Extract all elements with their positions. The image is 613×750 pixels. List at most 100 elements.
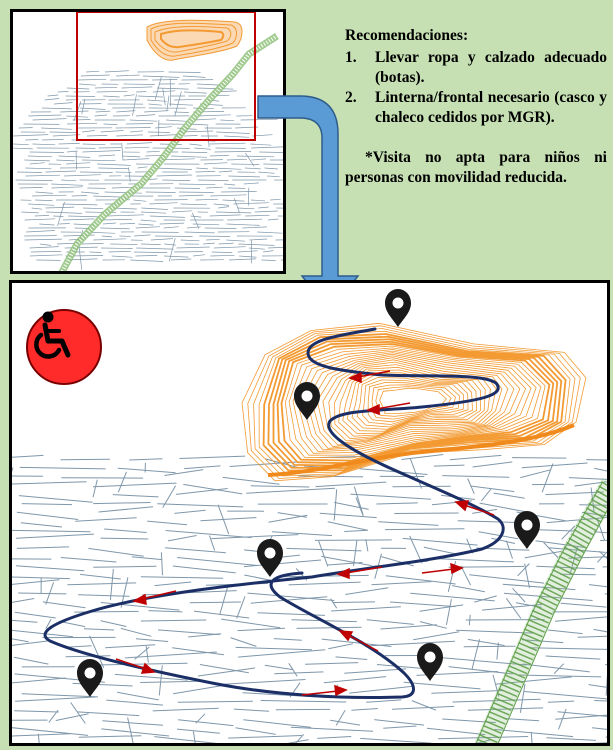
overview-topography (146, 19, 243, 61)
visit-route (43, 327, 505, 699)
tunnel-segment (195, 713, 206, 724)
tunnel-segment (505, 598, 522, 619)
tunnel-segment (29, 150, 283, 153)
tunnel-segment (19, 186, 246, 189)
tunnel-segment (70, 702, 86, 724)
tunnel-segment (569, 546, 578, 576)
overview-map-canvas (13, 12, 283, 271)
tunnel-segment (517, 563, 530, 577)
tunnel-segment (13, 649, 601, 666)
tunnel-segment (77, 78, 214, 81)
direction-arrow (115, 658, 156, 674)
contour-line (311, 355, 515, 448)
contour-line (267, 423, 575, 477)
tunnel-segment (409, 535, 423, 564)
tunnel-segment (12, 725, 607, 738)
direction-arrow (336, 566, 383, 580)
tunnel-segment (86, 70, 201, 73)
tunnel-segment (31, 206, 283, 210)
tunnel-segment (30, 110, 225, 113)
recommendation-item: 2. Linterna/frontal necesario (casco y c… (345, 88, 607, 128)
contour-line (375, 386, 452, 417)
wheelchair-icon (34, 311, 71, 359)
tunnel-segment (80, 74, 206, 78)
tunnel-segment (21, 210, 278, 214)
tunnel-segment (496, 642, 499, 660)
tunnel-segment (47, 94, 230, 98)
tunnel-segment (160, 552, 163, 576)
accessibility-badge (26, 309, 102, 385)
contour-line (253, 328, 576, 477)
contour-line (356, 376, 469, 428)
tunnel-segment (162, 87, 166, 106)
tunnel-segment (12, 550, 607, 567)
tunnel-segment (39, 222, 260, 226)
tunnel-segment (365, 539, 369, 552)
tunnel-segment (21, 500, 607, 513)
contour-line (342, 369, 481, 434)
tunnel-segment (288, 663, 298, 677)
overview-railway-hatch (60, 34, 279, 271)
direction-arrow (454, 500, 495, 516)
overview-highlight-box (76, 12, 256, 141)
tunnel-segment (16, 546, 606, 557)
tunnel-segment (20, 514, 607, 531)
contour-line (284, 345, 546, 459)
tunnel-segment (162, 485, 177, 508)
tunnel-segment (209, 535, 216, 551)
direction-arrow (301, 684, 348, 697)
contour-line (328, 361, 497, 442)
tunnel-segment (219, 584, 229, 615)
tunnel-segment (247, 187, 250, 206)
tunnel-segment (512, 587, 526, 603)
tunnel-segment (245, 152, 255, 167)
tunnel-segment (48, 709, 59, 723)
tunnel-segment (530, 731, 533, 743)
tunnel-segment (234, 198, 240, 213)
tunnel-segment (12, 595, 607, 611)
tunnel-segment (57, 201, 65, 226)
direction-arrow (338, 630, 379, 652)
tunnel-segment (28, 226, 267, 230)
direction-arrows (115, 370, 495, 697)
tunnel-segment (12, 616, 607, 629)
tunnel-segment (519, 683, 526, 713)
tunnel-segment (15, 696, 607, 711)
tunnel-segment (18, 587, 607, 602)
tunnel-network (12, 454, 607, 743)
overview-tunnel-network (13, 70, 283, 270)
tunnel-segment (467, 478, 475, 494)
tunnel-segment (20, 198, 281, 202)
tunnel-segment (158, 665, 163, 696)
tunnel-segment (121, 142, 124, 161)
tunnel-segment (92, 479, 98, 498)
tunnel-segment (192, 731, 196, 743)
tunnel-segment (45, 582, 55, 605)
tunnel-segment (12, 640, 607, 656)
tunnel-segment (45, 618, 52, 630)
tunnel-segment (29, 246, 283, 250)
tunnel-segment (89, 635, 105, 669)
tunnel-segment (13, 134, 273, 138)
tunnel-segment (27, 154, 275, 158)
tunnel-segment (29, 162, 283, 166)
topographic-contours (241, 322, 587, 482)
recommendations-title: Recomendaciones: (345, 27, 469, 44)
tunnel-segment (597, 551, 607, 563)
tunnel-segment (12, 481, 607, 495)
contour-line (267, 335, 563, 469)
tunnel-segment (355, 497, 364, 517)
tunnel-segment (409, 458, 422, 489)
route-map-canvas (12, 289, 607, 743)
tunnel-segment (505, 540, 513, 559)
tunnel-segment (12, 467, 14, 473)
contour-line (362, 379, 465, 425)
tunnel-segment (596, 518, 606, 541)
contour-line (301, 352, 527, 451)
tunnel-segment (23, 122, 241, 126)
tunnel-segment (16, 559, 607, 574)
contour-line (371, 384, 456, 420)
contour-line (292, 349, 537, 454)
tunnel-segment (29, 254, 283, 258)
tunnel-segment (295, 733, 305, 743)
